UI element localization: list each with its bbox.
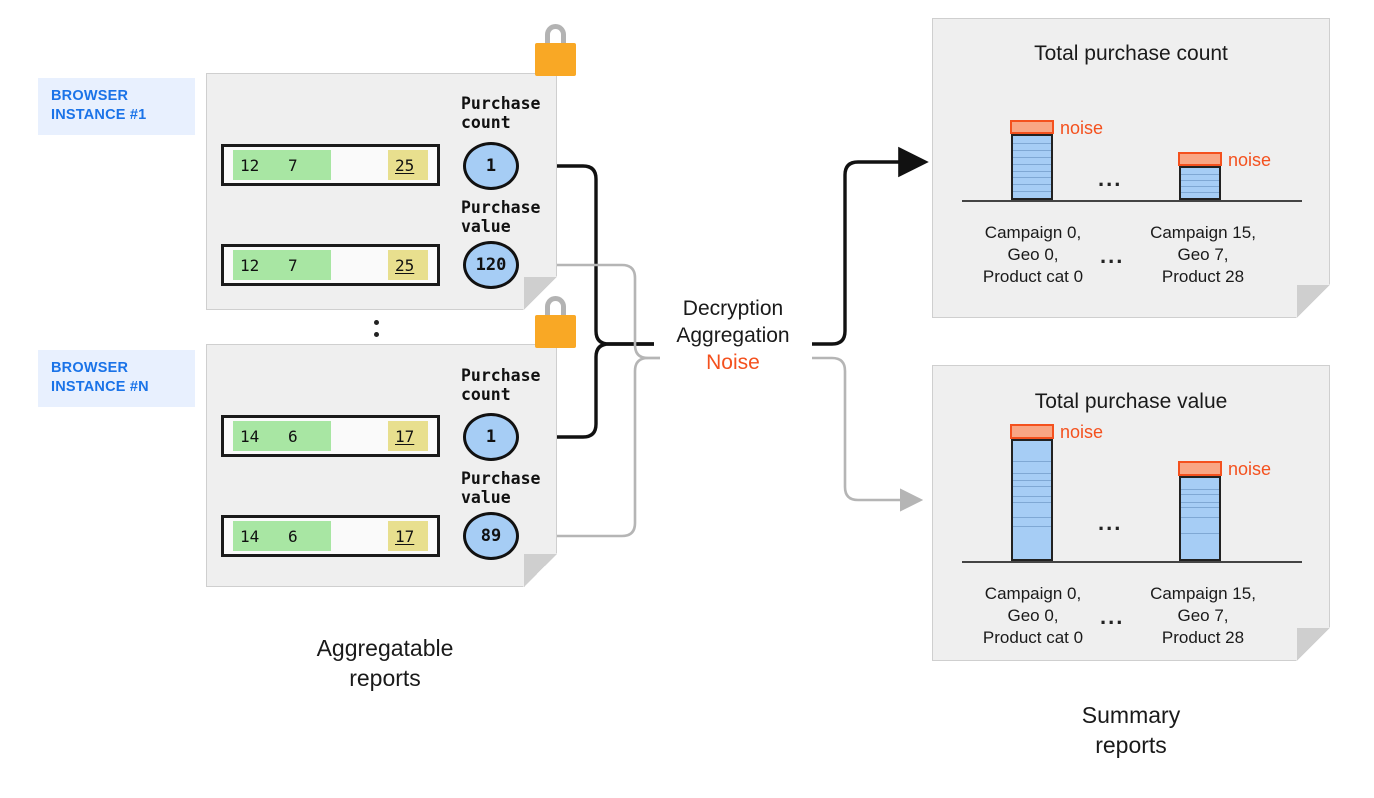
browser-tag-line2: INSTANCE #N (51, 379, 149, 395)
browser-instance-n-tag: BROWSER INSTANCE #N (38, 350, 195, 407)
padlock-shackle (545, 24, 566, 48)
report-cell: 7 (281, 250, 331, 280)
report-cell: 12 (233, 150, 281, 180)
card-fold-corner (1297, 628, 1330, 661)
bar-group-value-0 (1010, 424, 1054, 561)
bar-noise-segment (1010, 424, 1054, 439)
metric-label-purchase-value: Purchase value (461, 198, 541, 236)
bar-body (1011, 134, 1053, 200)
bars-ellipsis: ... (1098, 166, 1123, 191)
metric-bubble-value: 120 (463, 241, 519, 289)
category-label: Campaign 0, Geo 0, Product cat 0 (982, 584, 1084, 647)
padlock-body (535, 43, 576, 76)
report-cell: 6 (281, 421, 331, 451)
report-cell-key: 17 (388, 421, 428, 451)
report-row: 12 7 25 (221, 144, 440, 186)
chart-title-count: Total purchase count (1034, 42, 1228, 65)
category-label: Campaign 15, Geo 7, Product 28 (1150, 584, 1256, 647)
report-cell-spacer (331, 421, 388, 451)
report-cell-key: 17 (388, 521, 428, 551)
metric-bubble-value: 89 (463, 512, 519, 560)
chart-title-value: Total purchase value (1034, 390, 1228, 413)
padlock-body (535, 315, 576, 348)
noise-label: noise (1060, 118, 1104, 138)
card-fold-corner (524, 554, 557, 587)
bar-body (1011, 439, 1053, 561)
padlock-icon (535, 24, 576, 76)
summary-report-card-count (932, 18, 1330, 318)
report-cell-key: 25 (388, 150, 428, 180)
card-fold-corner (1297, 285, 1330, 318)
summary-reports-caption: Summary reports (1081, 702, 1181, 758)
report-cell-spacer (331, 150, 388, 180)
report-row: 14 6 17 (221, 515, 440, 557)
process-aggregation-label: Aggregation (676, 324, 790, 347)
aggregatable-reports-caption: Aggregatable reports (316, 635, 454, 691)
category-label: Campaign 15, Geo 7, Product 28 (1150, 223, 1256, 286)
bar-group-value-1 (1178, 461, 1222, 561)
bar-noise-segment (1178, 461, 1222, 476)
bar-group-count-0 (1010, 120, 1054, 200)
process-node: Decryption Aggregation Noise (653, 295, 813, 376)
bar-body (1179, 476, 1221, 561)
metric-label-purchase-count: Purchase count (461, 94, 541, 132)
report-cell: 14 (233, 421, 281, 451)
bars-ellipsis: ... (1098, 510, 1123, 535)
report-cell: 6 (281, 521, 331, 551)
report-cell-spacer (331, 250, 388, 280)
wire-out-count (812, 146, 929, 346)
process-decryption-label: Decryption (682, 297, 784, 320)
chart-axis-count (962, 200, 1302, 202)
browser-tag-line2: INSTANCE #1 (51, 107, 147, 123)
chart-axis-value (962, 561, 1302, 563)
categories-ellipsis: ... (1100, 243, 1125, 268)
metric-label-purchase-value: Purchase value (461, 469, 541, 507)
report-cell: 7 (281, 150, 331, 180)
ellipsis-dot (374, 320, 379, 325)
bar-noise-segment (1178, 152, 1222, 166)
wire-out-value (812, 356, 924, 512)
bar-group-count-1 (1178, 152, 1222, 200)
ellipsis-dot (374, 332, 379, 337)
report-cell-key: 25 (388, 250, 428, 280)
metric-bubble-count: 1 (463, 413, 519, 461)
metric-bubble-count: 1 (463, 142, 519, 190)
metric-label-purchase-count: Purchase count (461, 366, 541, 404)
report-cell: 14 (233, 521, 281, 551)
process-noise-label: Noise (706, 351, 760, 374)
bar-body (1179, 166, 1221, 200)
browser-tag-line1: BROWSER (51, 88, 129, 104)
report-cell-spacer (331, 521, 388, 551)
browser-instance-1-tag: BROWSER INSTANCE #1 (38, 78, 195, 135)
padlock-icon (535, 296, 576, 348)
summary-report-card-value (932, 365, 1330, 661)
noise-label: noise (1060, 422, 1104, 442)
bar-noise-segment (1010, 120, 1054, 134)
browser-tag-line1: BROWSER (51, 360, 129, 376)
padlock-shackle (545, 296, 566, 320)
report-row: 14 6 17 (221, 415, 440, 457)
category-label: Campaign 0, Geo 0, Product cat 0 (982, 223, 1084, 286)
report-cell: 12 (233, 250, 281, 280)
noise-label: noise (1228, 459, 1272, 479)
categories-ellipsis: ... (1100, 604, 1125, 629)
report-row: 12 7 25 (221, 244, 440, 286)
noise-label: noise (1228, 150, 1272, 170)
